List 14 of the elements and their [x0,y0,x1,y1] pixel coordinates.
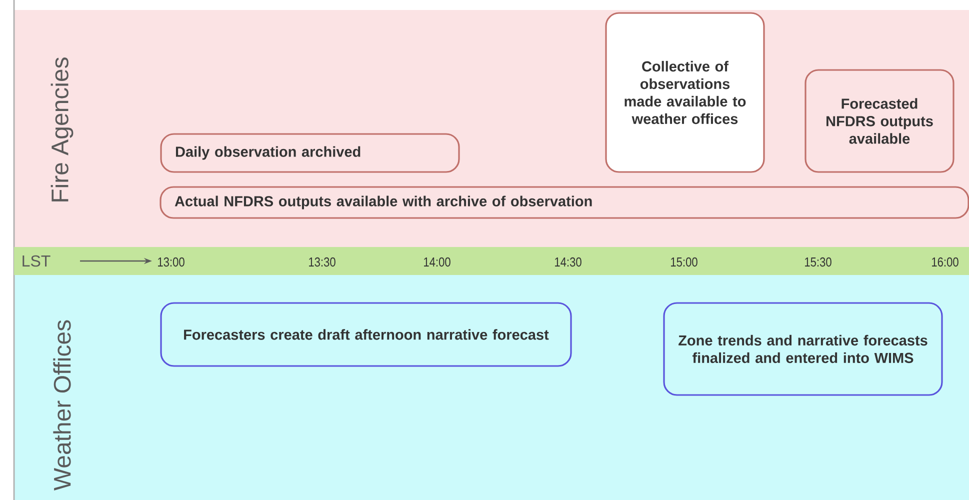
time-label: 15:00 [671,257,698,267]
time-label: 13:00 [158,257,184,267]
time-label: 16:00 [932,257,958,267]
event-box: Forecasted NFDRS outputs available [804,69,954,173]
event-box: Zone trends and narrative forecasts finalized and entered into WIMS [663,302,943,396]
axis-label: LST [22,255,50,267]
event-box: Actual NFDRS outputs available with archive of observation [160,186,969,219]
event-box: Collective of observations made available to weather offices [605,12,765,173]
time-label: 15:30 [805,257,832,267]
time-label: 14:30 [555,257,582,267]
time-label: 14:00 [424,257,450,267]
time-label: 13:30 [309,257,336,267]
event-box: Daily observation archived [160,133,460,173]
event-box: Forecasters create draft afternoon narrative forecast [160,302,572,367]
